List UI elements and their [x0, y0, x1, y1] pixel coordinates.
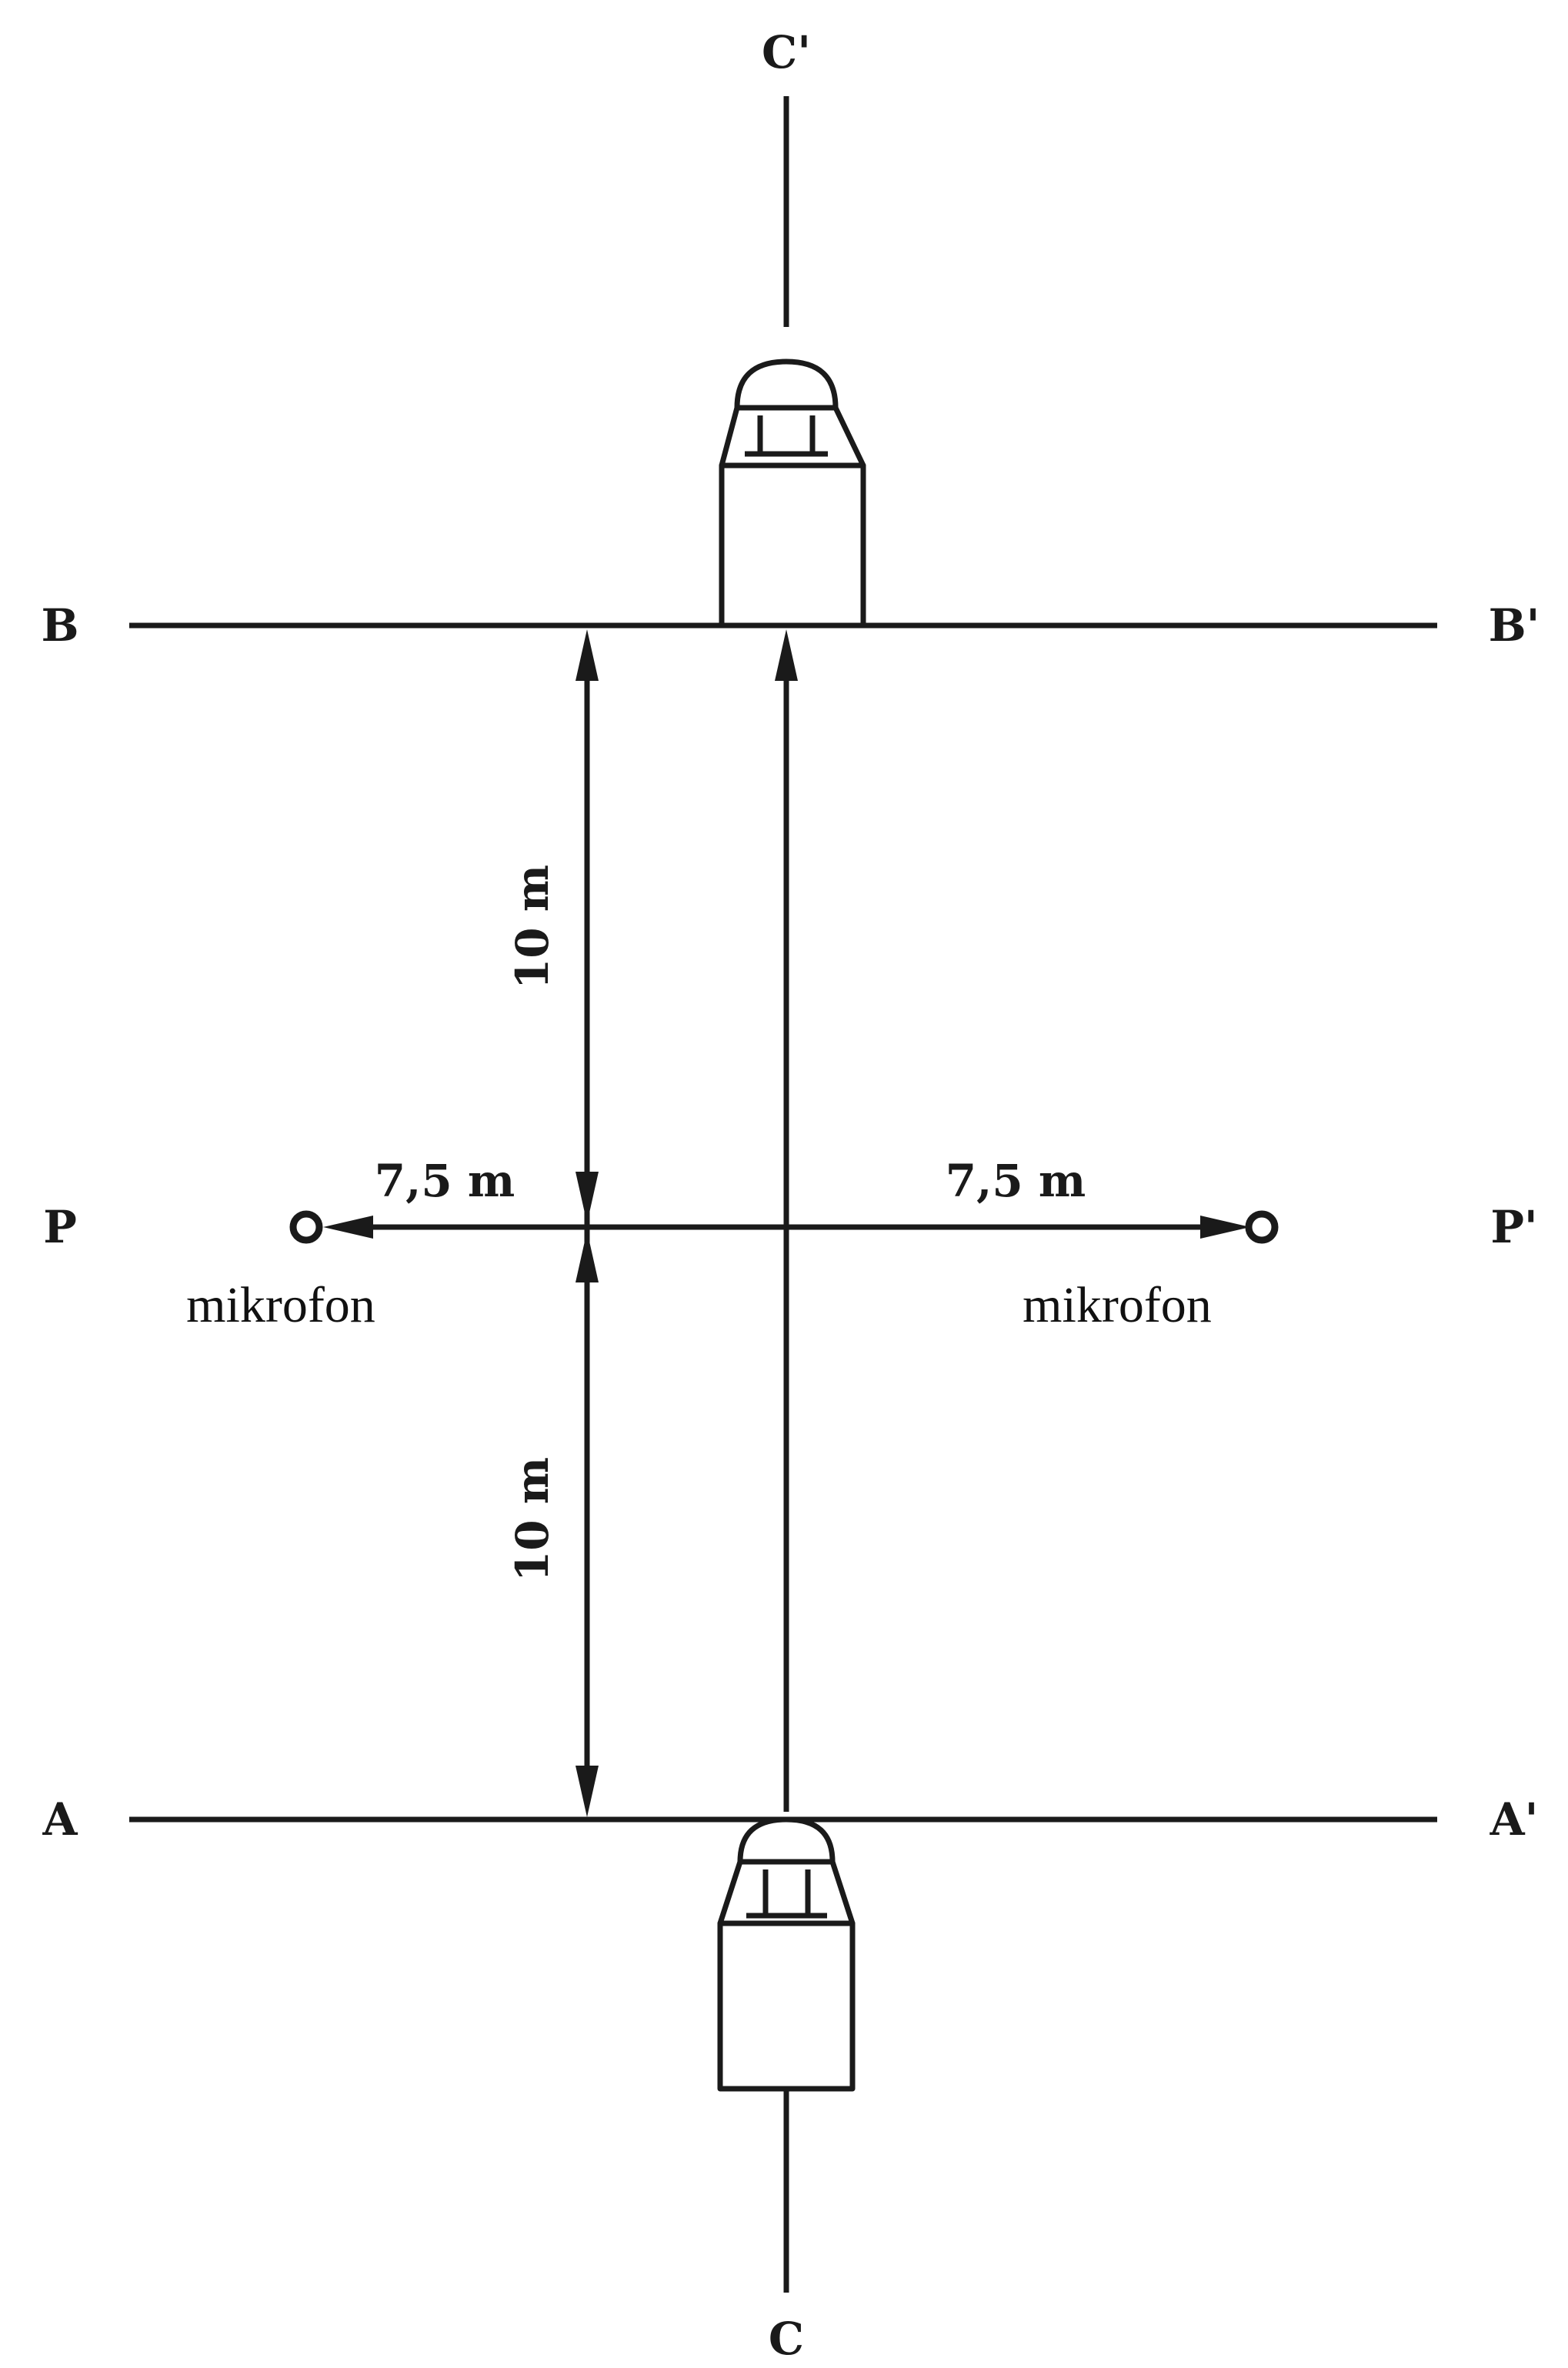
label-c-prime: C': [762, 26, 811, 78]
label-p-prime: P': [1490, 1201, 1537, 1253]
label-b-prime: B': [1489, 599, 1540, 652]
label-a-prime: A': [1490, 1793, 1539, 1846]
dimension-upper-label: 10 m: [506, 865, 559, 989]
label-a: A: [42, 1793, 78, 1846]
left-mic-distance-label: 7,5 m: [375, 1155, 515, 1207]
vehicle-bottom-icon: [717, 1816, 856, 2092]
label-b: B: [41, 599, 78, 652]
right-microphone-label: mikrofon: [1023, 1277, 1212, 1333]
travel-arrowhead: [775, 629, 798, 681]
left-microphone-icon: [289, 1210, 323, 1244]
dim-arrow-down-p: [575, 1172, 599, 1223]
dimension-lower-label: 10 m: [506, 1457, 559, 1582]
vehicle-top-icon: [719, 359, 866, 629]
label-c: C: [769, 2313, 804, 2365]
right-mic-distance-label: 7,5 m: [946, 1155, 1086, 1207]
dim-arrow-top-b: [575, 629, 599, 681]
dim-arrow-bottom-a: [575, 1766, 599, 1817]
dim-arrow-up-p: [575, 1231, 599, 1282]
left-microphone-label: mikrofon: [186, 1277, 375, 1333]
right-microphone-icon: [1245, 1210, 1279, 1244]
label-p: P: [43, 1201, 77, 1253]
right-mic-arrowhead: [1200, 1216, 1250, 1239]
left-mic-arrowhead: [323, 1216, 373, 1239]
